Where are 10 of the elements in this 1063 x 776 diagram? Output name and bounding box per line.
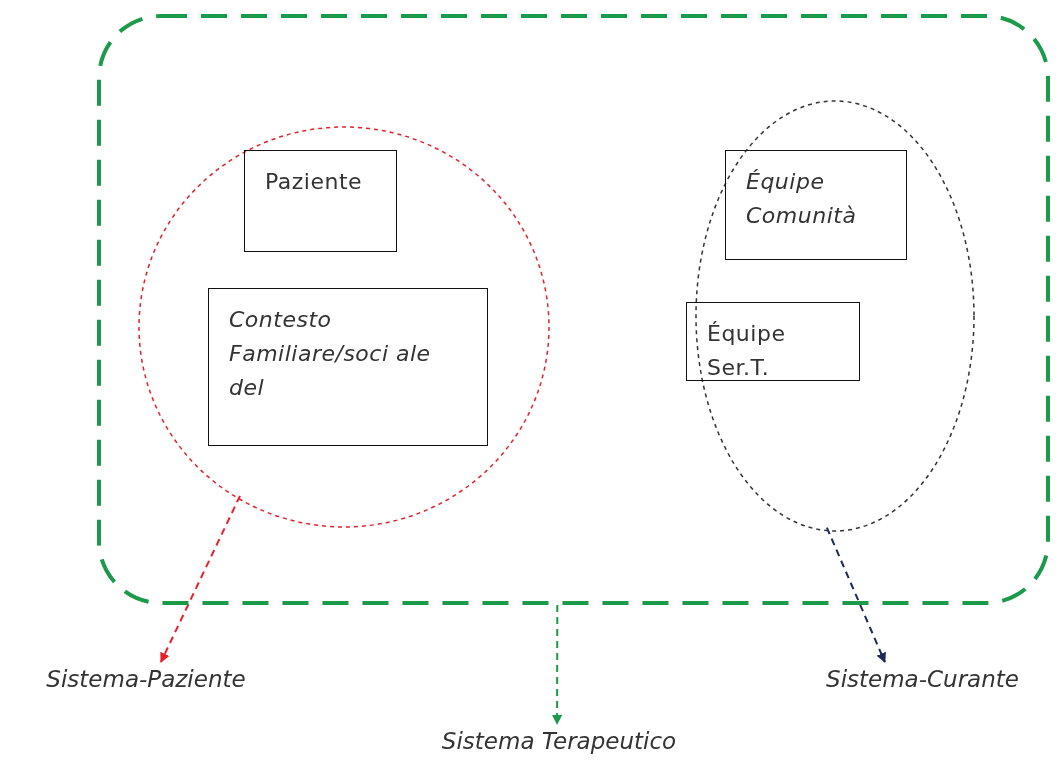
dashed-arrow <box>159 494 241 663</box>
text-box: Équipe Comunità <box>725 150 907 260</box>
text-box: Contesto Familiare/soci ale del <box>208 288 488 446</box>
system-label: Sistema Terapeutico <box>398 728 720 762</box>
system-label: Sistema-Curante <box>790 666 1055 700</box>
dashed-arrow <box>552 604 563 725</box>
dashed-arrow <box>825 526 886 663</box>
text-box: Équipe Ser.T. <box>686 302 860 381</box>
system-label: Sistema-Paziente <box>10 666 282 700</box>
text-box: Paziente <box>244 150 397 252</box>
